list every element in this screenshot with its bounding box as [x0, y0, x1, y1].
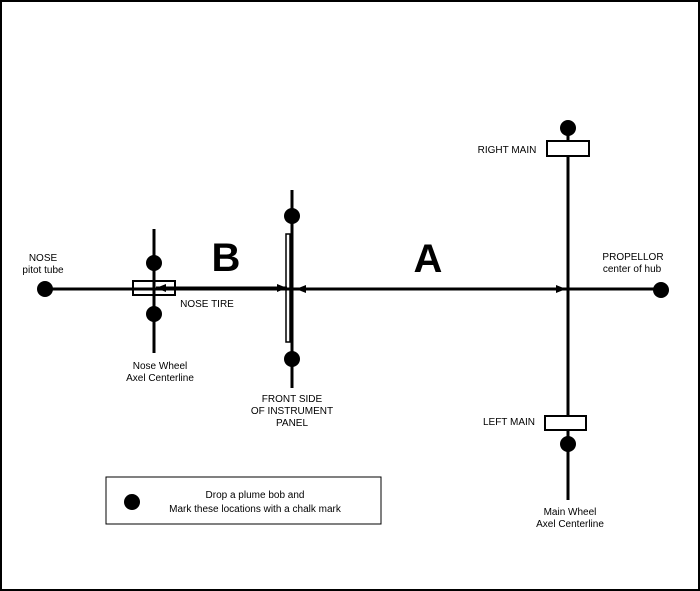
- mark-dot-panel-bottom: [284, 351, 300, 367]
- left-main-tire-box: [544, 415, 587, 431]
- mark-dot-panel-top: [284, 208, 300, 224]
- dimension-a-label: A: [414, 237, 443, 281]
- main-wheel-label: Main Wheel: [544, 507, 597, 518]
- mark-dot-nose-wheel-bottom: [146, 306, 162, 322]
- nose-tire-label: NOSE TIRE: [180, 299, 234, 310]
- mark-dot-propellor: [653, 282, 669, 298]
- legend: Drop a plume bob and Mark these location…: [105, 476, 382, 525]
- dimension-b-label: B: [212, 236, 241, 280]
- nose-wheel-label: Nose Wheel: [133, 361, 187, 372]
- legend-marker-dot: [124, 494, 140, 510]
- panel-label-line2: OF INSTRUMENT: [251, 406, 333, 417]
- main-wheel-centerline-label: Axel Centerline: [536, 519, 604, 530]
- nose-sublabel: pitot tube: [22, 265, 64, 276]
- panel-label-line3: PANEL: [276, 418, 308, 429]
- nose-wheel-centerline-label: Axel Centerline: [126, 373, 194, 384]
- mark-dot-right-main: [560, 120, 576, 136]
- right-main-tire-box: [546, 140, 590, 157]
- legend-box: [105, 476, 382, 525]
- mark-dot-nose-wheel-top: [146, 255, 162, 271]
- mark-dot-left-main: [560, 436, 576, 452]
- legend-line-2: Mark these locations with a chalk mark: [169, 504, 342, 515]
- propellor-label: PROPELLOR: [602, 252, 663, 263]
- mark-dot-nose: [37, 281, 53, 297]
- nose-label: NOSE: [29, 253, 58, 264]
- right-main-label: RIGHT MAIN: [478, 145, 537, 156]
- left-main-label: LEFT MAIN: [483, 417, 535, 428]
- panel-label-line1: FRONT SIDE: [262, 394, 323, 405]
- propellor-sublabel: center of hub: [603, 264, 662, 275]
- legend-line-1: Drop a plume bob and: [206, 490, 305, 501]
